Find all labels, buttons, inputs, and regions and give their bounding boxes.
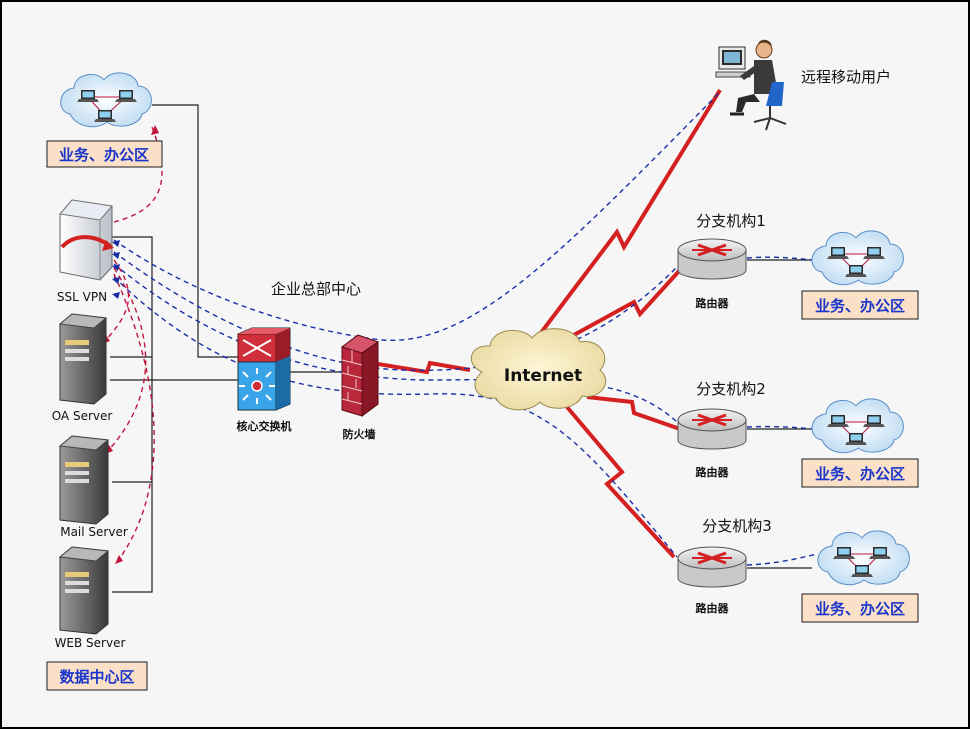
vpn-tunnels bbox=[103, 91, 818, 566]
lan-wiring bbox=[110, 104, 812, 593]
branch-3-office-network-icon bbox=[817, 530, 910, 586]
tunnel-branch2 bbox=[113, 263, 678, 423]
web-server-label: WEB Server bbox=[55, 636, 126, 650]
core-switch-icon bbox=[237, 327, 291, 411]
firewall-label: 防火墙 bbox=[343, 427, 376, 441]
branch-2-zone-label: 业务、办公区 bbox=[801, 458, 919, 488]
branch-1-router-label: 路由器 bbox=[696, 296, 730, 310]
branch-2-router-icon bbox=[677, 408, 747, 450]
tunnel-remote bbox=[113, 91, 721, 342]
branch-3-title: 分支机构3 bbox=[702, 517, 772, 535]
tunnel-branch1 bbox=[113, 251, 678, 372]
branch-1-title: 分支机构1 bbox=[696, 212, 766, 230]
branch-2-title: 分支机构2 bbox=[696, 380, 766, 398]
ssl-vpn-label: SSL VPN bbox=[57, 290, 107, 304]
zone-label-text: 业务、办公区 bbox=[815, 465, 905, 483]
web-server-icon bbox=[58, 546, 110, 635]
branch-2-office-network-icon bbox=[811, 398, 904, 454]
zone-label-text: 业务、办公区 bbox=[815, 297, 905, 315]
remote-user-label: 远程移动用户 bbox=[801, 68, 891, 86]
tunnel-arrowheads bbox=[102, 125, 159, 564]
core-switch-label: 核心交换机 bbox=[237, 419, 292, 433]
wan-link-branch2 bbox=[586, 395, 681, 431]
datacenter-zone-label: 数据中心区 bbox=[46, 661, 148, 691]
branch-3-router-label: 路由器 bbox=[696, 601, 730, 615]
branch-1-zone-label: 业务、办公区 bbox=[801, 290, 919, 320]
wan-link-hq bbox=[377, 360, 471, 375]
internet-label: Internet bbox=[504, 366, 582, 386]
ssl-vpn-icon bbox=[59, 199, 114, 281]
branch-2-router-label: 路由器 bbox=[696, 465, 730, 479]
firewall-icon bbox=[340, 334, 380, 417]
wan-links bbox=[377, 88, 722, 559]
remote-user-icon bbox=[715, 39, 787, 131]
wan-link-remote bbox=[532, 88, 722, 344]
zone-label-text: 业务、办公区 bbox=[59, 146, 149, 164]
branch-3-router-icon bbox=[677, 546, 747, 588]
branch-3-zone-label: 业务、办公区 bbox=[801, 593, 919, 623]
tunnel-vpn-oa bbox=[103, 259, 130, 343]
tunnel-vpn-web bbox=[113, 273, 155, 563]
branch-1-router-icon bbox=[677, 238, 747, 280]
mail-server-icon bbox=[58, 435, 110, 525]
hq-office-zone-label: 业务、办公区 bbox=[46, 140, 163, 168]
tunnel-b3-lan bbox=[746, 553, 818, 566]
tunnel-vpn-mail bbox=[106, 267, 147, 453]
branch-1-office-network-icon bbox=[811, 230, 904, 286]
zone-label-text: 业务、办公区 bbox=[815, 600, 905, 618]
internet-cloud-icon bbox=[470, 328, 607, 411]
oa-server-icon bbox=[58, 313, 108, 405]
wan-link-branch1 bbox=[551, 268, 682, 349]
wan-link-branch3 bbox=[565, 405, 676, 559]
hq-title: 企业总部中心 bbox=[271, 280, 361, 298]
hq-office-network-icon bbox=[60, 72, 152, 128]
oa-server-label: OA Server bbox=[52, 409, 113, 423]
zone-label-text: 数据中心区 bbox=[59, 668, 134, 686]
mail-server-label: Mail Server bbox=[60, 525, 128, 539]
